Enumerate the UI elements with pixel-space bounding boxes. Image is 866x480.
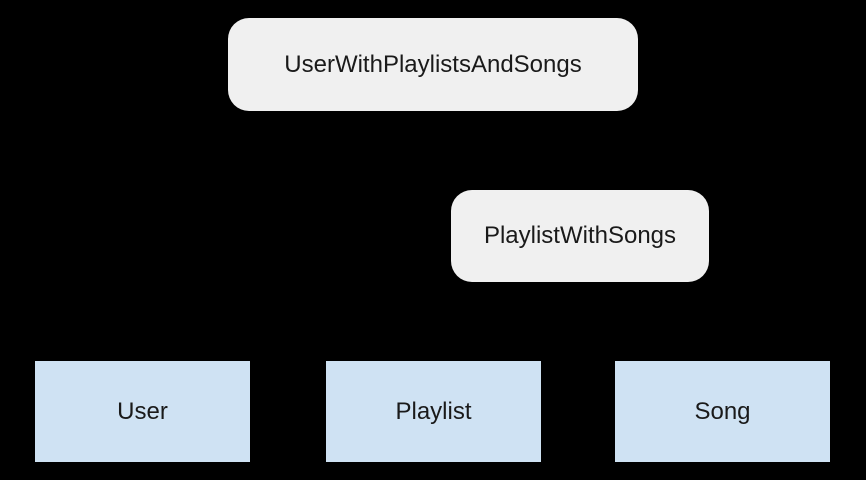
node-user: User bbox=[35, 361, 250, 462]
node-playlist-with-songs: PlaylistWithSongs bbox=[451, 190, 709, 282]
node-song: Song bbox=[615, 361, 830, 462]
node-label-playlist: Playlist bbox=[395, 397, 472, 425]
node-label-user: User bbox=[117, 397, 168, 425]
node-label-song: Song bbox=[694, 397, 751, 425]
node-playlist: Playlist bbox=[326, 361, 541, 462]
node-label-playlist-with-songs: PlaylistWithSongs bbox=[483, 222, 677, 249]
node-label-user-with-playlists-and-songs: UserWithPlaylistsAndSongs bbox=[284, 50, 582, 78]
node-user-with-playlists-and-songs: UserWithPlaylistsAndSongs bbox=[228, 18, 638, 111]
